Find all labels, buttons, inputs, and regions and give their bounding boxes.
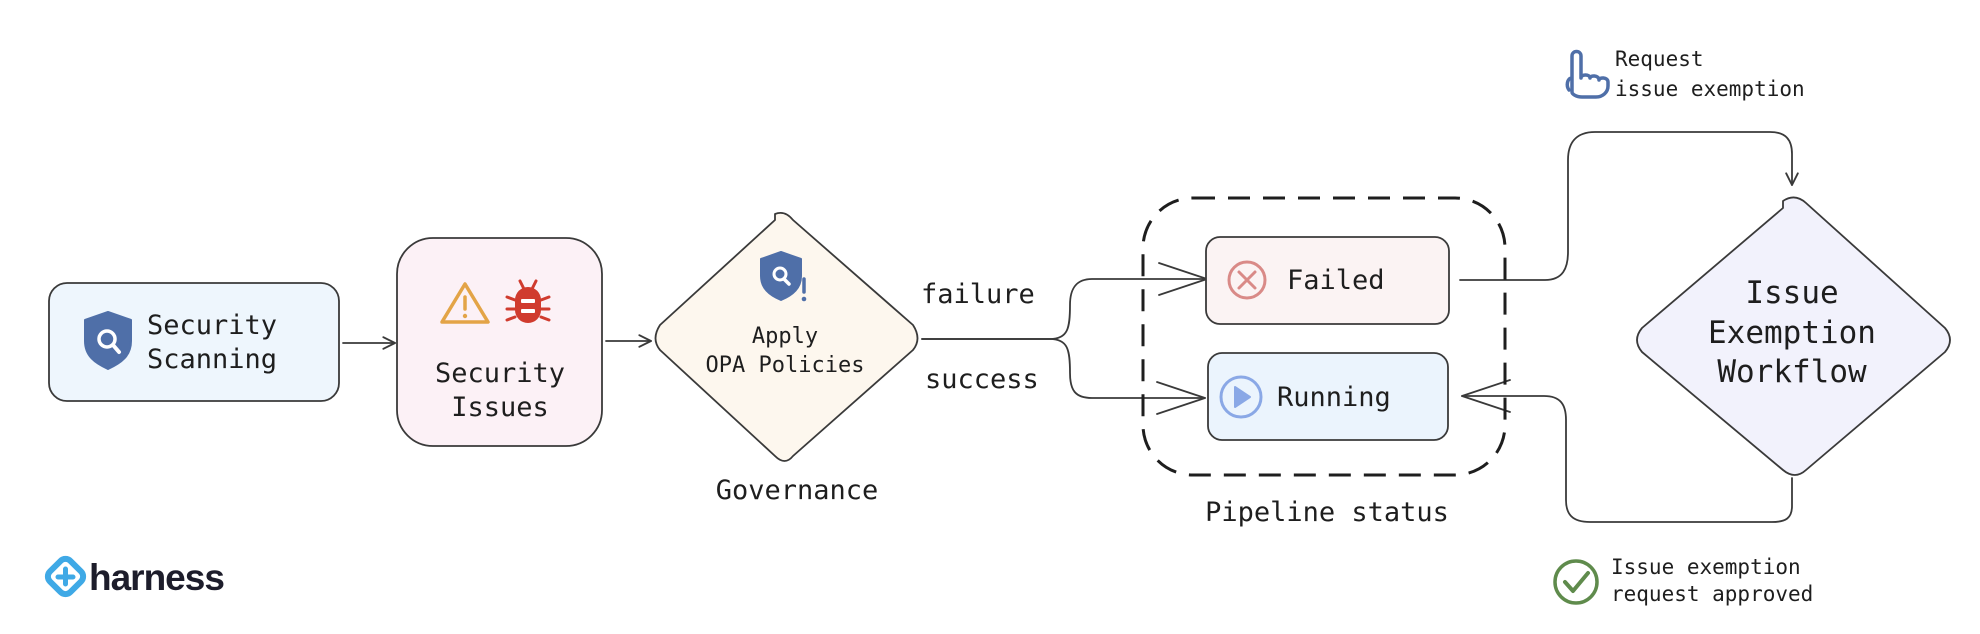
exemption-line1: Issue — [1745, 275, 1838, 311]
play-circle-icon — [1219, 375, 1263, 419]
security-issues-line2: Issues — [451, 392, 549, 423]
shield-alert-icon — [760, 251, 807, 302]
failure-label: failure — [921, 279, 1035, 310]
running-box — [1207, 352, 1449, 441]
edge-exemption-to-running — [1461, 379, 1793, 523]
exemption-diamond — [1636, 196, 1951, 476]
shield-search-icon — [84, 311, 132, 370]
node-security-scanning: Security Scanning — [48, 282, 340, 402]
node-security-issues: Security Issues — [396, 237, 603, 447]
pointer-hand-icon — [1565, 49, 1610, 99]
security-issues-box — [396, 237, 603, 447]
bug-icon — [505, 279, 551, 323]
harness-logo: harness — [44, 555, 225, 598]
request-exemption-line1: Request — [1615, 47, 1704, 71]
governance-caption: Governance — [716, 475, 879, 506]
failed-box — [1205, 236, 1450, 325]
harness-logo-text: harness — [89, 557, 224, 598]
pipeline-status-group — [1141, 196, 1507, 477]
x-circle-icon — [1227, 260, 1267, 300]
node-exemption: Issue Exemption Workflow — [1636, 196, 1951, 476]
edge-policies-to-running — [921, 338, 1206, 415]
pipeline-status-caption: Pipeline status — [1205, 497, 1449, 528]
approved-line2: request approved — [1611, 582, 1813, 606]
check-circle-icon — [1553, 559, 1599, 605]
security-issues-line1: Security — [435, 358, 565, 389]
policies-diamond — [654, 211, 919, 462]
node-failed: Failed — [1205, 236, 1450, 325]
security-scanning-box — [48, 282, 340, 402]
security-scanning-line1: Security — [147, 310, 277, 341]
running-label: Running — [1277, 382, 1391, 413]
request-exemption-line2: issue exemption — [1615, 77, 1805, 101]
policies-line1: Apply — [752, 324, 818, 349]
edge-policies-to-failed — [921, 262, 1208, 340]
edge-failed-to-exemption — [1459, 131, 1799, 281]
security-scanning-line2: Scanning — [147, 344, 277, 375]
node-running: Running — [1207, 352, 1449, 441]
exemption-line2: Exemption — [1708, 315, 1876, 351]
node-policies: Apply OPA Policies — [654, 211, 919, 462]
harness-logo-icon — [44, 555, 87, 598]
failed-label: Failed — [1287, 265, 1385, 296]
success-label: success — [925, 364, 1039, 395]
exemption-line3: Workflow — [1717, 354, 1867, 390]
approved-line1: Issue exemption — [1611, 555, 1801, 579]
policies-line2: OPA Policies — [706, 353, 865, 378]
warning-icon — [440, 282, 490, 324]
